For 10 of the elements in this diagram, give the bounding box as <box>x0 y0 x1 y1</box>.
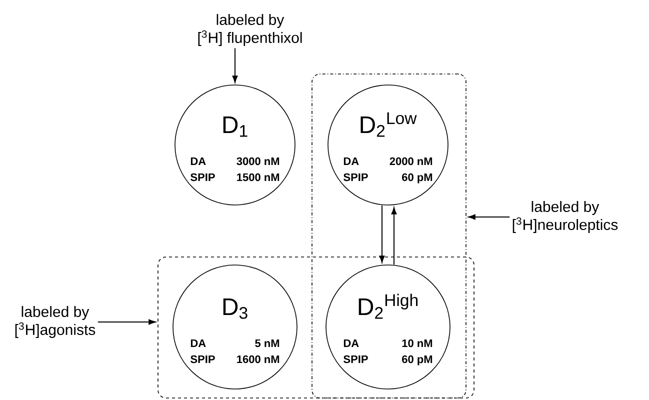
arrow <box>468 214 510 220</box>
label-text: labeled by [$^{3}$H]neuroleptics <box>512 201 618 233</box>
arrow <box>97 319 156 325</box>
arrow <box>391 207 397 266</box>
arrow <box>232 48 238 83</box>
dashed-frame <box>312 74 466 398</box>
label-text: labeled by [$^{3}$H] flupenthixol <box>198 14 302 46</box>
arrow <box>379 204 385 263</box>
label-text: labeled by [$^{3}$H]agonists <box>15 306 96 338</box>
dashed-frame <box>158 256 474 398</box>
